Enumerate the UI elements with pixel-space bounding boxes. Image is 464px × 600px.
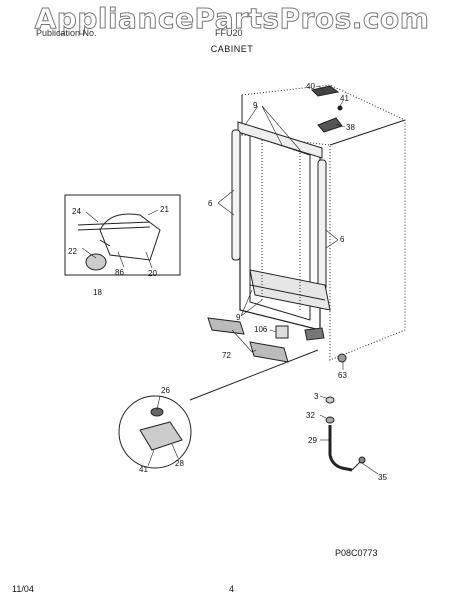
footer-date: 11/04 xyxy=(12,584,34,594)
callout-9: 9 xyxy=(236,313,241,322)
callout-29: 29 xyxy=(308,436,317,445)
diagram-title: CABINET xyxy=(210,44,254,54)
callout-106: 106 xyxy=(254,325,268,334)
callout-86: 86 xyxy=(115,268,124,277)
callout-41: 41 xyxy=(139,465,148,474)
callout-3: 3 xyxy=(314,392,319,401)
callout-38: 38 xyxy=(346,123,355,132)
callout-28: 28 xyxy=(175,459,184,468)
header-left: Publication No. xyxy=(36,28,97,38)
figure-code: P08C0773 xyxy=(335,548,378,558)
callout-24: 24 xyxy=(72,207,81,216)
header-right: FFU20 xyxy=(215,28,243,38)
footer-page: 4 xyxy=(229,584,235,594)
callout-41: 41 xyxy=(340,94,349,103)
callout-9: 9 xyxy=(253,101,258,110)
callout-63: 63 xyxy=(338,371,347,380)
callout-6: 6 xyxy=(208,199,213,208)
callout-22: 22 xyxy=(68,247,77,256)
callout-32: 32 xyxy=(306,411,315,420)
callout-35: 35 xyxy=(378,473,387,482)
callout-72: 72 xyxy=(222,351,231,360)
callout-6: 6 xyxy=(340,235,345,244)
callout-40: 40 xyxy=(306,82,315,91)
callout-20: 20 xyxy=(148,269,157,278)
callout-21: 21 xyxy=(160,205,169,214)
watermark: AppliancePartsPros.com xyxy=(34,2,430,36)
callout-18: 18 xyxy=(93,288,102,297)
callout-26: 26 xyxy=(161,386,170,395)
